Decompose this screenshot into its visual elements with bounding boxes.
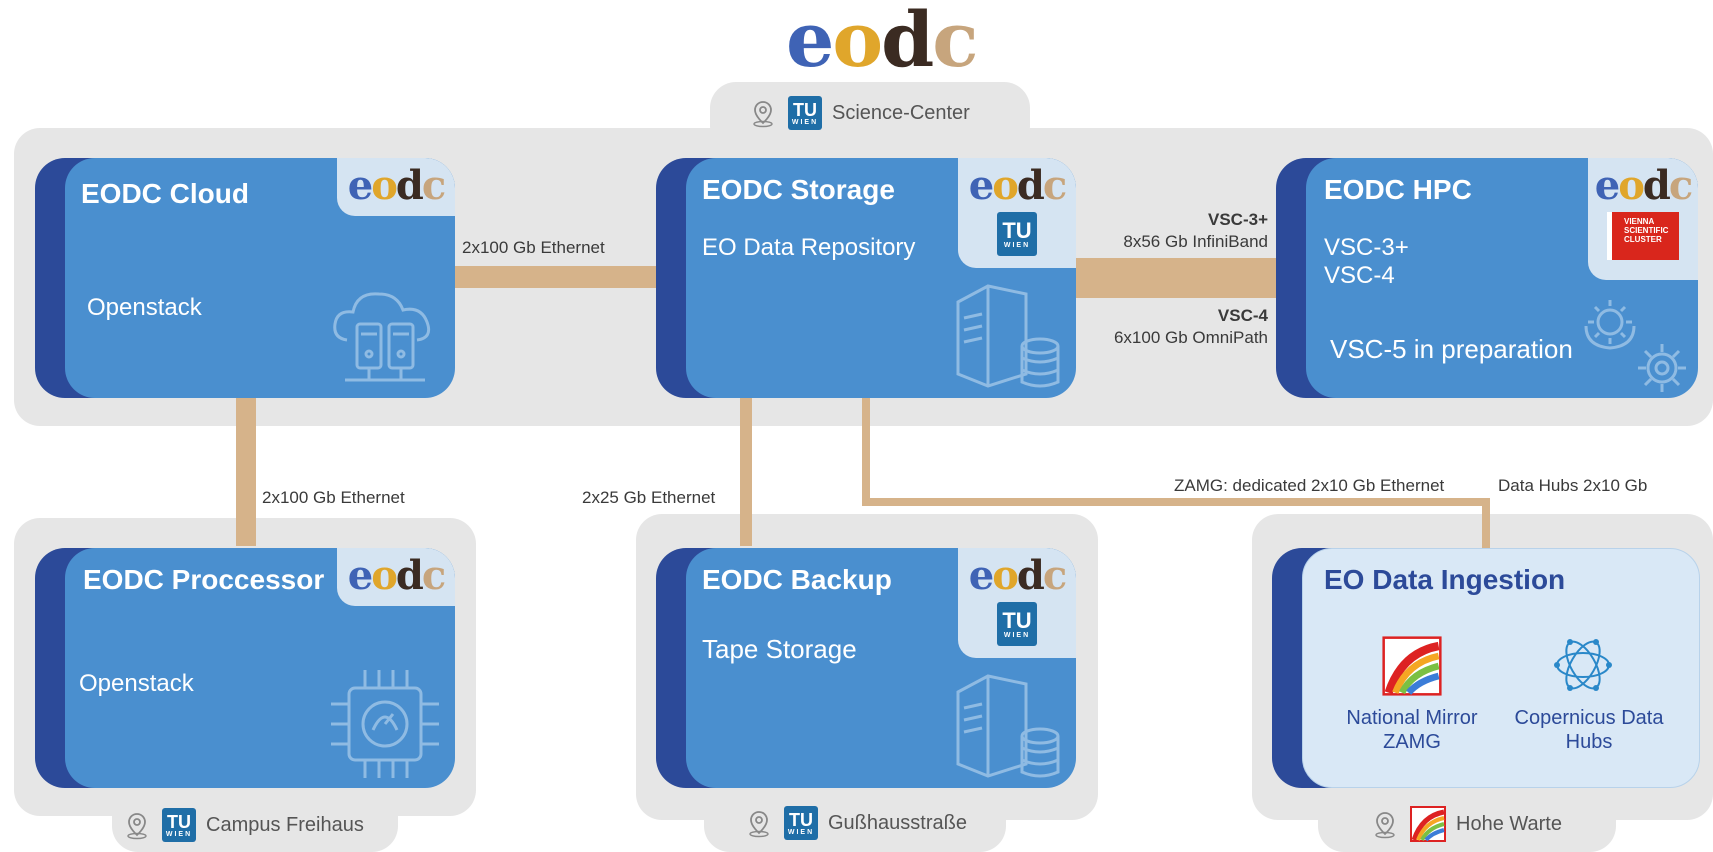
link-label-cloud-storage: 2x100 Gb Ethernet: [462, 238, 605, 257]
link-storage-backup: [740, 396, 752, 546]
eodc-logo: eodc: [968, 552, 1068, 599]
source-national-mirror-zamg: National Mirror ZAMG: [1346, 707, 1478, 753]
site-name: Hohe Warte: [1456, 812, 1562, 835]
gears-icon: [1584, 300, 1686, 392]
node-line-3: VSC-5 in preparation: [1330, 334, 1573, 364]
logo-box: eodc: [337, 548, 455, 606]
node-eodc-cloud: eodc EODC Cloud Openstack: [35, 158, 455, 398]
link-label-hpc-a-name: VSC-3+: [1208, 210, 1268, 229]
link-label-hpc-a-speed: 8x56 Gb InfiniBand: [1123, 232, 1268, 251]
node-subtitle: Openstack: [79, 670, 194, 697]
eodc-logo: eodc: [1594, 162, 1694, 209]
link-label-hpc-b-speed: 6x100 Gb OmniPath: [1113, 328, 1268, 347]
link-storage-ingestion-h: [862, 498, 1490, 506]
server-database-icon: [956, 284, 1060, 388]
node-subtitle: Tape Storage: [702, 634, 857, 664]
node-line-2: VSC-4: [1324, 262, 1395, 289]
zamg-logo-icon: [1410, 806, 1446, 842]
zamg-logo-icon: [1382, 636, 1442, 696]
link-storage-ingestion-v2: [1482, 498, 1490, 550]
site-name: Gußhausstraße: [828, 811, 967, 834]
node-title: EODC Backup: [702, 564, 892, 595]
vsc-logo: VIENNA SCIENTIFIC CLUSTER: [1607, 212, 1679, 260]
node-eodc-processor: eodc EODC Proccessor Openstack: [35, 548, 455, 788]
hohe-warte-tab: [1318, 790, 1616, 852]
location-pin-icon: [753, 101, 773, 128]
site-name: Campus Freihaus: [206, 813, 364, 836]
node-eo-data-ingestion: EO Data Ingestion National Mirror ZAMG C…: [1272, 548, 1700, 788]
eodc-main-logo: eodc: [786, 0, 978, 84]
site-name: Science-Center: [832, 101, 970, 124]
link-cloud-processor: [236, 396, 256, 546]
source-copernicus-data-hubs: Copernicus Data Hubs: [1514, 707, 1664, 753]
node-eodc-hpc: eodc VIENNA SCIENTIFIC CLUSTER EODC HPC …: [1276, 158, 1698, 398]
link-storage-hpc: [1074, 258, 1284, 298]
eodc-logo: eodc: [347, 552, 447, 599]
processor-chip-icon: [331, 670, 439, 778]
node-title: EODC HPC: [1324, 174, 1472, 205]
location-pin-icon: [1375, 812, 1395, 839]
eodc-logo: eodc: [968, 162, 1068, 209]
link-cloud-storage: [455, 266, 659, 288]
node-title: EODC Cloud: [81, 178, 249, 209]
eodc-logo: eodc: [347, 162, 447, 209]
site-label-hohe-warte: Hohe Warte: [1370, 806, 1562, 842]
logo-box: eodc VIENNA SCIENTIFIC CLUSTER: [1588, 158, 1698, 280]
logo-box: eodc: [337, 158, 455, 216]
link-storage-ingestion-v1: [862, 396, 870, 506]
location-pin-icon: [749, 811, 769, 838]
gusshausstrasse-tab: [704, 790, 1006, 852]
node-title: EO Data Ingestion: [1324, 564, 1566, 595]
link-label-storage-backup: 2x25 Gb Ethernet: [582, 488, 716, 507]
link-label-cloud-processor: 2x100 Gb Ethernet: [262, 488, 405, 507]
location-pin-icon: [127, 813, 147, 840]
link-label-zamg: ZAMG: dedicated 2x10 Gb Ethernet: [1174, 476, 1445, 495]
server-database-icon: [956, 674, 1060, 778]
node-title: EODC Storage: [702, 174, 895, 205]
node-line-1: VSC-3+: [1324, 234, 1409, 261]
copernicus-logo-icon: [1554, 639, 1612, 691]
campus-freihaus-tab: [112, 790, 398, 852]
node-title: EODC Proccessor: [83, 564, 325, 595]
cloud-servers-icon: [333, 292, 431, 382]
link-label-data-hubs: Data Hubs 2x10 Gb: [1498, 476, 1648, 495]
link-label-hpc-b-name: VSC-4: [1217, 306, 1268, 325]
node-subtitle: Openstack: [87, 294, 202, 321]
node-subtitle: EO Data Repository: [702, 234, 916, 261]
